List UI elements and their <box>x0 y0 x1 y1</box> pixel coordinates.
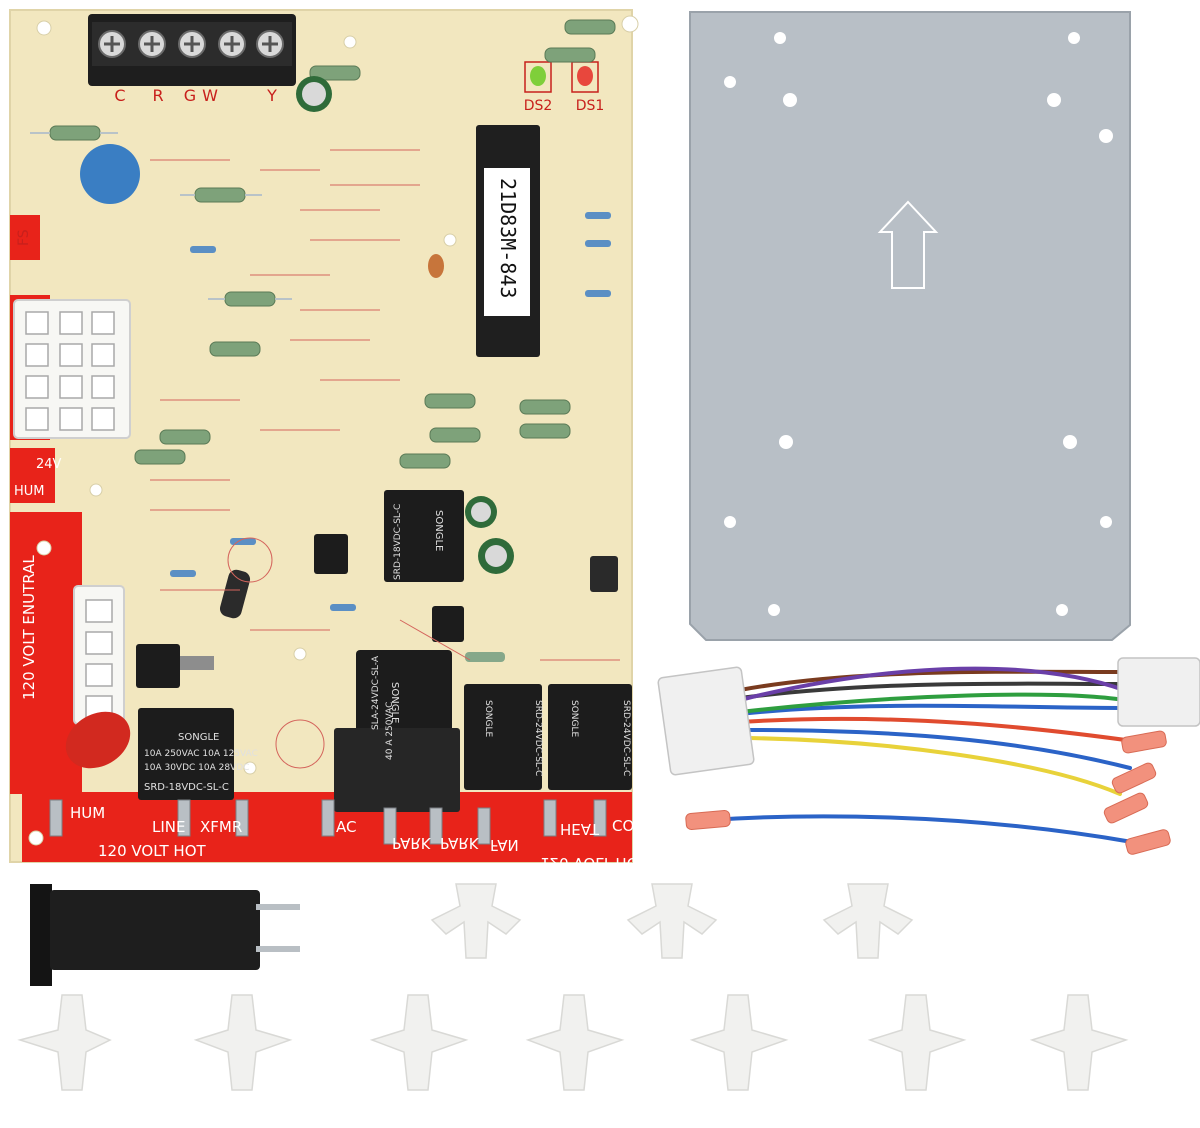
mounting-holes <box>28 15 639 846</box>
relay-small-1-spec-3: SRD-18VDC-SL-C <box>144 782 229 793</box>
relay-large-brand: SONGLE <box>389 682 400 723</box>
thermostat-terminal-block <box>88 14 296 86</box>
fs-label: FS <box>16 229 32 246</box>
relay-small-1-spec-2: 10A 30VDC 10A 28VDC <box>144 763 249 773</box>
snap-rivet-6 <box>867 994 967 1091</box>
chip-label: 21D83M-843 <box>496 178 520 298</box>
led-label-ds1: DS1 <box>576 98 605 114</box>
harness-plug-left <box>657 666 755 776</box>
four-pin-connector <box>73 585 125 725</box>
relay-small-4: SONGLE SRD-24VDC-SL-C <box>548 684 632 790</box>
spade-connector-4 <box>1125 829 1171 855</box>
twelve-pin-connector <box>13 299 131 439</box>
fuse-holder <box>30 884 300 986</box>
caption-120-volt-hot-left: 120 VOLT HOT <box>98 842 207 860</box>
spade-connector-3 <box>1103 792 1149 824</box>
resistors <box>30 19 616 662</box>
led-indicators: DS2 DS1 <box>524 61 605 114</box>
snap-rivet-2 <box>193 994 293 1091</box>
terminal-ac: AC <box>336 818 356 836</box>
relay-small-1-brand: SONGLE <box>178 732 219 743</box>
wire-harness <box>657 657 1200 855</box>
hum-24v-label: 24V <box>36 457 62 472</box>
snap-rivets <box>17 994 1129 1091</box>
harness-plug-right <box>1117 657 1200 727</box>
terminal-cool: COOL <box>612 816 655 834</box>
terminal-line: LINE <box>152 818 185 836</box>
snap-rivet-7 <box>1029 994 1129 1091</box>
relay-small-2-brand: SONGLE <box>433 510 444 551</box>
terminal-label-y: Y <box>266 86 277 105</box>
caption-120-volt-hot-right: 120 VOLT HOT <box>540 854 649 872</box>
snap-rivet-3 <box>369 994 469 1091</box>
small-ics <box>136 534 618 688</box>
relay-small-3-model: SRD-24VDC-SL-C <box>533 700 543 776</box>
relay-small-2: SONGLE SRD-18VDC-SL-C <box>384 490 464 582</box>
spade-connector-2 <box>1111 762 1157 794</box>
mounting-plate <box>689 11 1131 641</box>
fs-pad <box>10 215 40 260</box>
terminal-park-2: PARK <box>440 834 480 852</box>
silkscreen-markings <box>150 149 620 769</box>
terminal-label-w: W <box>202 86 218 105</box>
terminal-hum: HUM <box>70 804 105 822</box>
hum-label: HUM <box>14 484 45 499</box>
terminal-heat: HEAT <box>560 820 600 838</box>
relay-small-3-brand: SONGLE <box>483 700 493 738</box>
control-board: C R G W Y DS2 DS1 <box>9 9 655 872</box>
relay-small-1: SONGLE 10A 250VAC 10A 125VAC 10A 30VDC 1… <box>138 708 258 800</box>
standoff-small-1 <box>430 883 522 959</box>
neutral-label: 120 VOLT ENUTRAL <box>20 555 38 700</box>
snap-rivet-5 <box>689 994 789 1091</box>
terminal-park-1: PARK <box>392 834 432 852</box>
spade-terminals <box>49 799 607 845</box>
arrow-up-icon <box>877 200 939 289</box>
microcontroller-chip: 21D83M-843 <box>476 125 540 357</box>
relay-large: SONGLE SLA-24VDC-SL-A 40 A 250VAC <box>334 650 460 812</box>
terminal-label-c: C <box>114 86 125 105</box>
led-label-ds2: DS2 <box>524 98 553 114</box>
capacitors <box>65 76 514 769</box>
terminal-label-r: R <box>152 86 163 105</box>
terminal-fan: FAN <box>490 836 519 854</box>
terminal-xfmr: XFMR <box>200 818 242 836</box>
plastic-standoffs <box>430 883 914 959</box>
spade-connector-1 <box>1121 730 1167 754</box>
standoff-small-3 <box>822 883 914 959</box>
snap-rivet-4 <box>525 994 625 1091</box>
relay-small-4-brand: SONGLE <box>569 700 579 738</box>
standoff-small-2 <box>626 883 718 959</box>
relay-large-spec-1: SLA-24VDC-SL-A <box>371 655 381 730</box>
relay-small-3: SONGLE SRD-24VDC-SL-C <box>464 684 543 790</box>
relay-large-spec-2: 40 A 250VAC <box>385 702 395 760</box>
terminal-label-g: G <box>184 86 196 105</box>
hum-24v-pad <box>10 448 55 503</box>
snap-rivet-1 <box>17 994 112 1091</box>
relay-small-2-model: SRD-18VDC-SL-C <box>393 504 403 580</box>
relay-small-1-spec-1: 10A 250VAC 10A 125VAC <box>144 749 258 759</box>
relay-small-4-model: SRD-24VDC-SL-C <box>621 700 631 776</box>
spade-connector-5 <box>685 810 731 830</box>
